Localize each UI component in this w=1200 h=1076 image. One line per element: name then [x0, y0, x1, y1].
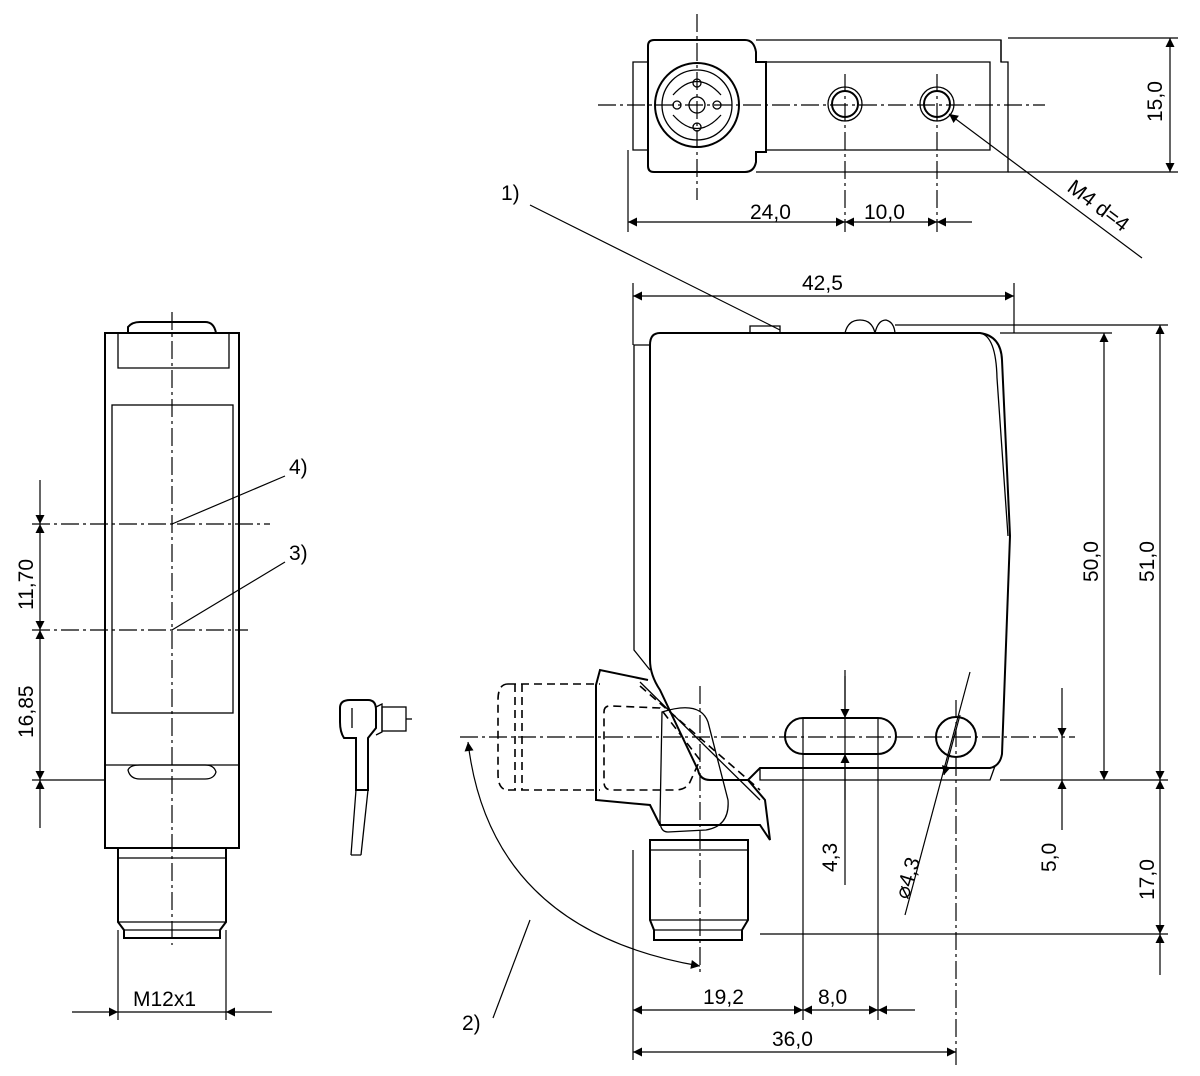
top-view: 24,0 10,0 15,0 M4 d=4: [598, 14, 1178, 259]
dim-connector-height: 17,0: [1136, 859, 1159, 900]
callout-3: 3): [289, 542, 308, 565]
connector-window: [659, 707, 729, 833]
side-view: 11,70 16,85 M12x1 4) 3): [15, 312, 308, 1020]
swivel-arc: [464, 741, 701, 969]
callout-2-leader: [492, 919, 531, 1019]
dim-hole-diameter: ⌀4,3: [891, 855, 925, 902]
top-housing-inner: [766, 61, 991, 151]
top-housing-outline: [756, 39, 1009, 173]
callout-4-leader: [171, 475, 286, 525]
dim-hole-offset: 5,0: [1038, 843, 1061, 872]
hidden-connector-outline: [603, 705, 701, 791]
m12-connector-thread: [649, 839, 749, 941]
side-housing: [104, 332, 240, 849]
dim-side-thread: M12x1: [133, 988, 196, 1011]
top-left-flange: [632, 61, 648, 151]
dim-top-height: 15,0: [1144, 81, 1167, 122]
callout-3-leader: [171, 561, 286, 631]
cable: [350, 789, 369, 856]
dim-thread-m4: M4 d=4: [1063, 176, 1134, 237]
mounting-slot: [784, 717, 897, 755]
dim-base-total: 36,0: [772, 1028, 813, 1051]
dim-slot-width: 4,3: [819, 843, 842, 872]
callout-4: 4): [289, 456, 308, 479]
callout-1: 1): [501, 182, 520, 205]
dim-side-lower: 16,85: [15, 685, 38, 738]
housing-side-step: [633, 344, 651, 671]
housing-lens-edge: [979, 332, 1009, 537]
dim-side-upper: 11,70: [15, 559, 38, 610]
dim-height-outer: 51,0: [1136, 541, 1159, 582]
side-slot: [127, 764, 217, 780]
callout-2: 2): [462, 1012, 481, 1035]
angled-cable-connector: [339, 699, 412, 856]
side-top-boss: [127, 321, 217, 334]
top-connector-body: [647, 39, 767, 173]
dim-top-len-a: 24,0: [750, 201, 791, 224]
top-mounting-bosses: [844, 319, 896, 334]
front-view: 42,5 50,0 51,0 17,0 4,3 ⌀4,3 5,0 19,2 8,…: [460, 182, 1168, 1065]
housing-base: [759, 765, 996, 781]
callout-1-leader: [529, 204, 781, 331]
dim-base-a: 19,2: [703, 986, 744, 1009]
dim-top-len-b: 10,0: [864, 201, 905, 224]
dim-height-inner: 50,0: [1080, 541, 1103, 582]
dim-width-top: 42,5: [802, 272, 843, 295]
swivel-connector-housing: [595, 668, 771, 841]
dim-base-b: 8,0: [818, 986, 847, 1009]
